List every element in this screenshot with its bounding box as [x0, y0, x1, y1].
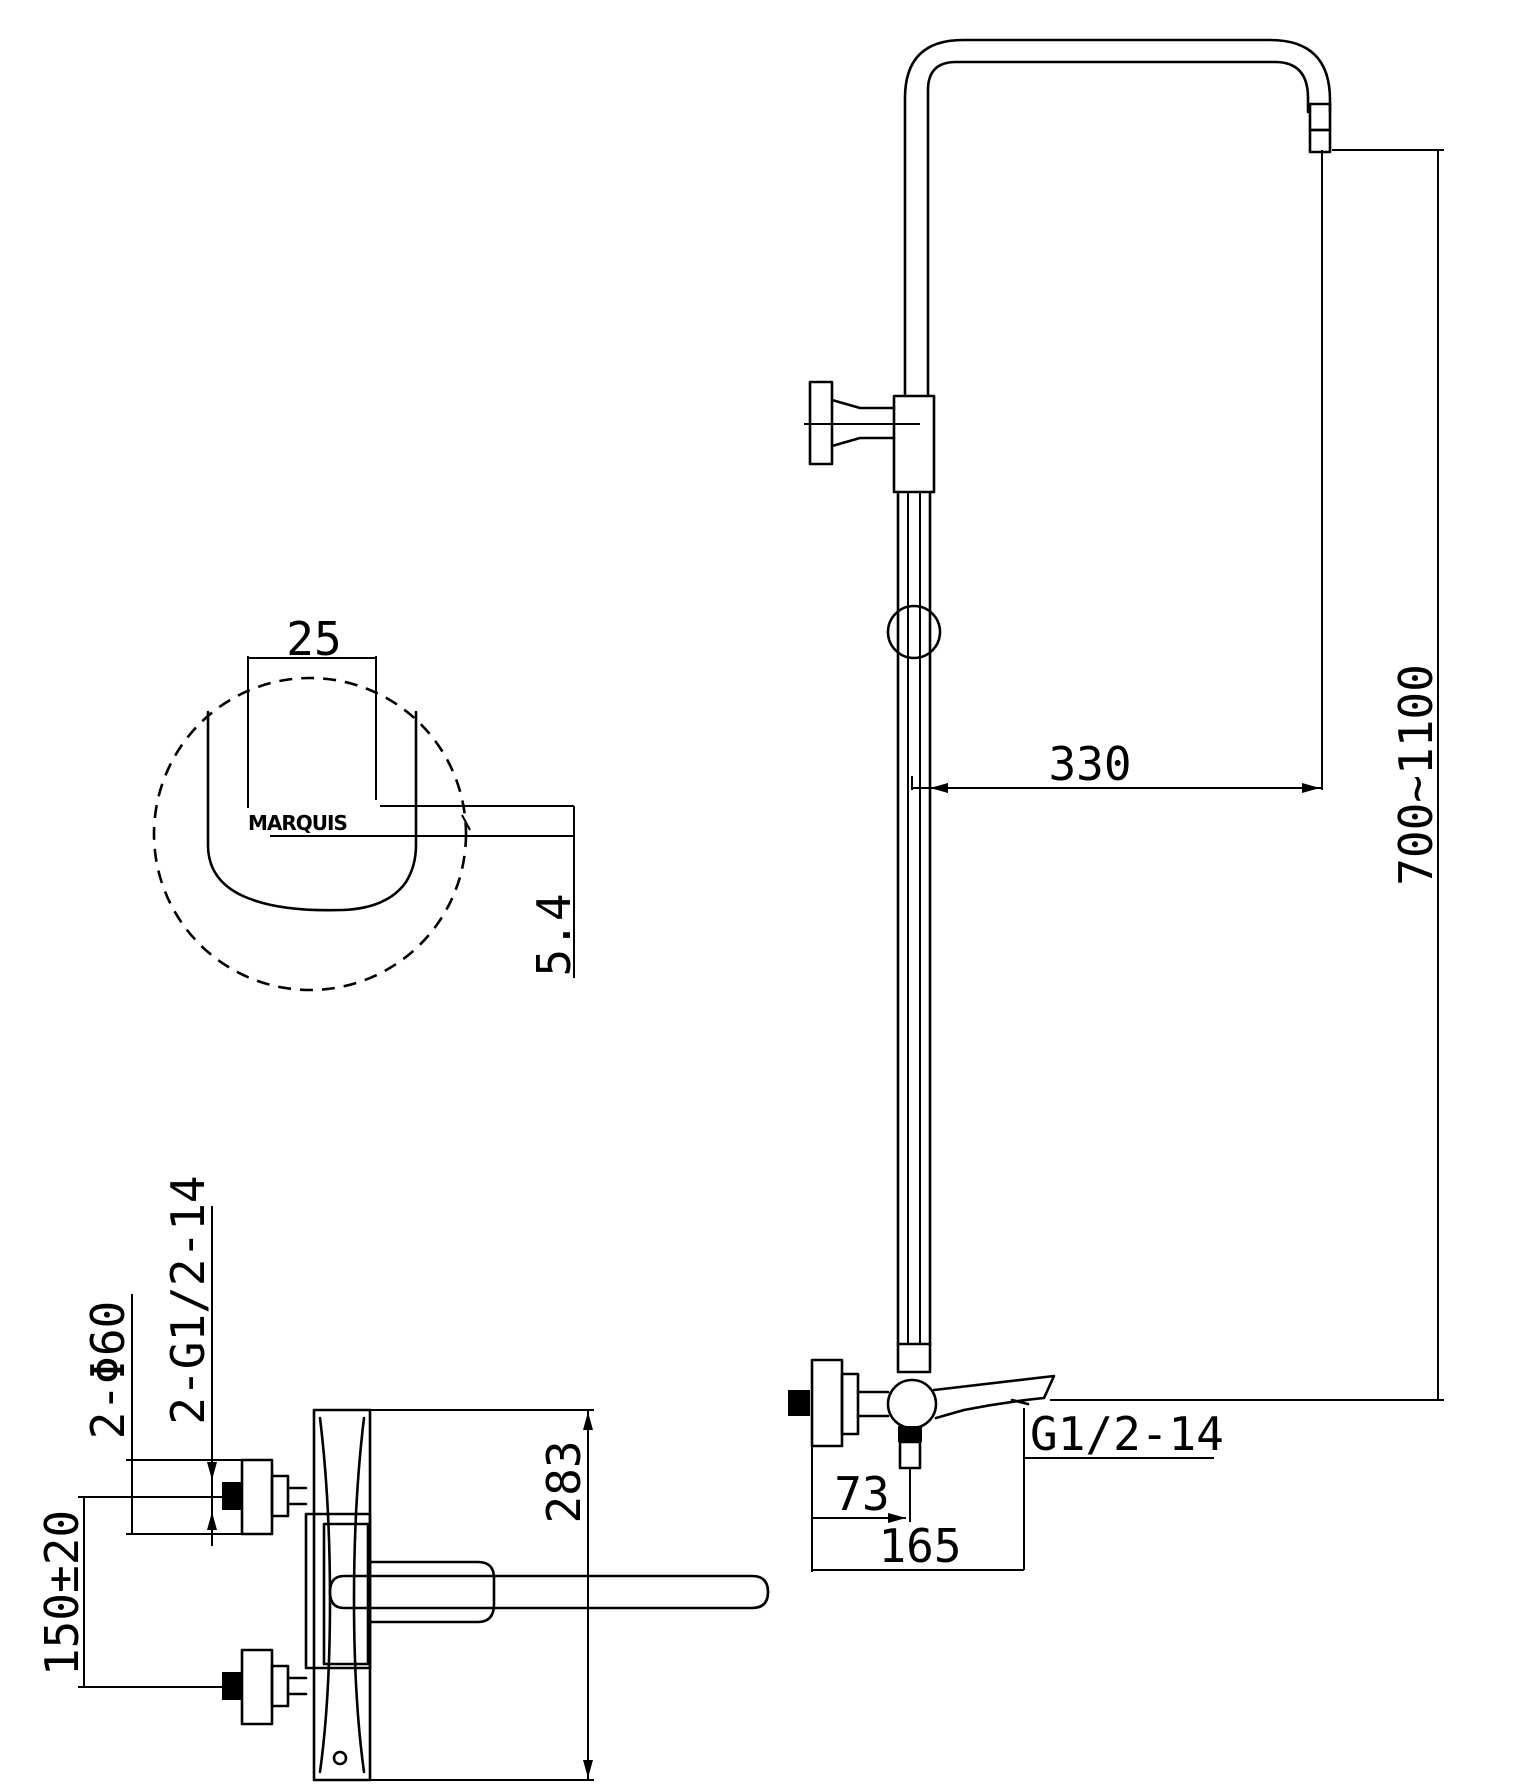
spout-projection-arrow: [888, 1513, 906, 1523]
mixer-inlet-stub: [898, 1426, 922, 1442]
slide-bracket-ball: [886, 604, 942, 660]
bottom-inlet-connector: [286, 1676, 308, 1696]
mixer-body-outline: [312, 1408, 372, 1782]
top-inlet-connector: [286, 1486, 308, 1506]
height-label: 283: [537, 1440, 591, 1523]
overhead-arm-inner: [926, 60, 1310, 398]
diverter-knob-stem: [830, 398, 896, 448]
lever-handle-base: [368, 1560, 496, 1624]
bottom-mixer-knob: [810, 1358, 844, 1448]
logo-depth-label: 5.4: [527, 893, 581, 976]
arm-reach-arrow-right: [1302, 783, 1320, 793]
bath-mixer-front: 2-Φ60 2-G1/2-14 150±20 283: [35, 1175, 770, 1782]
inlet-thread-arrow-top: [207, 1462, 217, 1480]
top-inlet-flange: [240, 1458, 274, 1536]
bath-spout: [932, 1374, 1056, 1420]
inlet-thread-arrow-bottom: [207, 1512, 217, 1530]
overall-depth-label: 165: [878, 1519, 961, 1573]
arm-reach-arrow-left: [930, 783, 948, 793]
mixer-inlet-pipe: [898, 1440, 922, 1470]
bottom-inlet-thread: [222, 1672, 242, 1700]
spout-projection-label: 73: [834, 1467, 889, 1521]
arm-reach-label: 330: [1048, 737, 1131, 791]
bottom-inlet-flange: [240, 1648, 274, 1726]
top-inlet-nut: [270, 1474, 290, 1518]
bath-spout-outlet: [1010, 1398, 1030, 1406]
height-range-label: 700~1100: [1389, 664, 1443, 886]
logo-text: MARQUIS: [248, 811, 347, 835]
bottom-mixer-cap: [788, 1390, 810, 1416]
logo-depth-tick: [461, 814, 471, 831]
handle-outline: [206, 710, 418, 912]
lever-handle: [328, 1574, 770, 1610]
logo-width-label: 25: [286, 612, 341, 666]
detail-circle: [152, 676, 468, 992]
overhead-arm-outer: [903, 38, 1332, 398]
bottom-inlet-nut: [270, 1664, 290, 1708]
centers-label: 150±20: [35, 1510, 89, 1676]
mixer-body-spine: [304, 1512, 372, 1670]
height-arrow-bottom: [583, 1760, 593, 1778]
logo-detail: 25 MARQUIS 5.4: [152, 612, 581, 992]
shower-head-connector: [1308, 102, 1332, 132]
set-screw-hole: [332, 1750, 348, 1766]
bottom-mixer-neck: [856, 1390, 890, 1418]
height-arrow-top: [583, 1412, 593, 1430]
diverter-collar: [322, 1522, 370, 1666]
diverter-body: [892, 394, 936, 494]
mixer-body-inner-right: [352, 1416, 366, 1774]
shower-head-nut: [1308, 128, 1332, 154]
top-inlet-thread: [222, 1482, 242, 1510]
shower-column: 330 700~1100 G1/2-14 73 165: [788, 38, 1444, 1573]
bottom-mixer-body: [886, 1378, 938, 1430]
riser-coupling: [896, 1342, 932, 1374]
inlet-thread-label: G1/2-14: [1030, 1407, 1224, 1461]
bottom-mixer-knob-ring: [840, 1372, 860, 1436]
flange-label: 2-Φ60: [81, 1301, 135, 1439]
mixer-inlet-label: 2-G1/2-14: [161, 1175, 215, 1424]
